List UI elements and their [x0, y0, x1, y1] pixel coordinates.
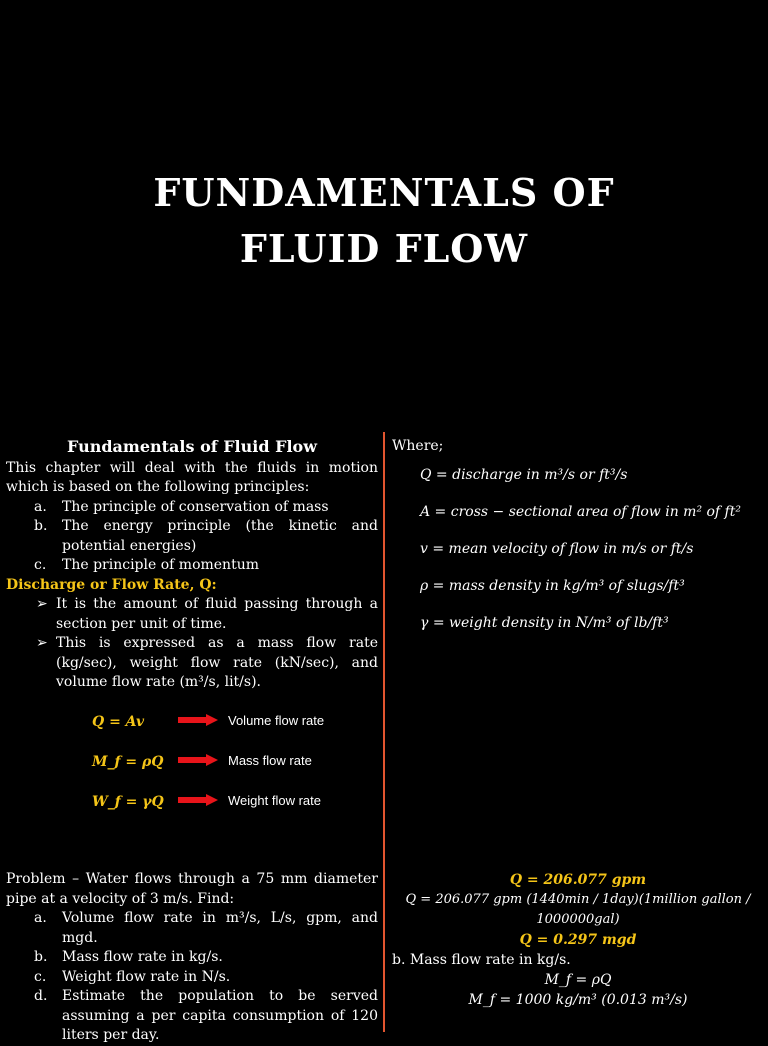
list-item: a.The principle of conservation of mass [34, 498, 329, 515]
discharge-heading: Discharge or Flow Rate, Q: [6, 576, 217, 593]
conversion-equation: Q = 206.077 gpm (1440min / 1day)(1millio… [405, 892, 751, 927]
right-arrow-icon [178, 793, 218, 806]
title-line-1: FUNDAMENTALS OF [153, 170, 615, 215]
column-divider [383, 432, 385, 1032]
equation-label: Volume flow rate [228, 712, 325, 728]
definition: γ = weight density in N/m³ of lb/ft³ [420, 614, 669, 631]
equation-formula: Q = Av [92, 713, 145, 730]
title-line-2: FLUID FLOW [239, 226, 529, 271]
part-b-label: b. Mass flow rate in kg/s. [392, 952, 571, 968]
right-arrow-icon [178, 713, 218, 726]
intro-paragraph: This chapter will deal with the fluids i… [6, 459, 378, 496]
slide-title: FUNDAMENTALS OF FLUID FLOW [0, 165, 768, 277]
mass-calculation: M_f = 1000 kg/m³ (0.013 m³/s) [468, 992, 688, 1008]
equation-label: Mass flow rate [228, 752, 312, 768]
list-item: c.The principle of momentum [34, 557, 259, 573]
problem-intro: Problem – Water flows through a 75 mm di… [6, 871, 378, 907]
equation-row: M_f = ρQ Mass flow rate [6, 745, 378, 785]
section-heading: Fundamentals of Fluid Flow [67, 437, 317, 456]
equation-row: Q = Av Volume flow rate [6, 705, 378, 745]
list-item: b.Mass flow rate in kg/s. [34, 949, 223, 965]
problem-list: a.Volume flow rate in m³/s, L/s, gpm, an… [6, 909, 378, 1046]
problem-block: Problem – Water flows through a 75 mm di… [6, 870, 378, 1046]
definition: A = cross − sectional area of flow in m²… [420, 503, 741, 520]
list-item: ➢This is expressed as a mass flow rate (… [36, 635, 378, 690]
arrow-bullet-icon: ➢ [36, 635, 48, 651]
definition: Q = discharge in m³/s or ft³/s [420, 466, 628, 483]
list-item: c.Weight flow rate in N/s. [34, 968, 231, 985]
where-label: Where; [392, 438, 444, 454]
equation-row: W_f = γQ Weight flow rate [6, 785, 378, 825]
list-item: a.Volume flow rate in m³/s, L/s, gpm, an… [34, 910, 378, 946]
solution-block: Q = 206.077 gpm Q = 206.077 gpm (1440min… [392, 870, 764, 1010]
result-gpm: Q = 206.077 gpm [509, 872, 647, 888]
equation-formula: M_f = ρQ [92, 753, 164, 770]
equation-formula: W_f = γQ [92, 793, 164, 810]
left-column: Fundamentals of Fluid Flow This chapter … [6, 437, 378, 825]
equation-label: Weight flow rate [228, 792, 321, 808]
mass-equation: M_f = ρQ [544, 972, 612, 988]
list-item: b.The energy principle (the kinetic and … [34, 518, 378, 554]
arrow-bullet-icon: ➢ [36, 596, 48, 612]
definition: v = mean velocity of flow in m/s or ft/s [420, 540, 694, 557]
discharge-bullets: ➢It is the amount of fluid passing throu… [6, 595, 378, 693]
definition: ρ = mass density in kg/m³ of slugs/ft³ [420, 577, 685, 594]
list-item: ➢It is the amount of fluid passing throu… [36, 596, 378, 632]
result-mgd: Q = 0.297 mgd [519, 932, 637, 948]
right-arrow-icon [178, 753, 218, 766]
principles-list: a.The principle of conservation of mass … [6, 498, 378, 576]
right-column: Where; Q = discharge in m³/s or ft³/s A … [392, 437, 764, 642]
list-item: d.Estimate the population to be served a… [34, 988, 378, 1043]
